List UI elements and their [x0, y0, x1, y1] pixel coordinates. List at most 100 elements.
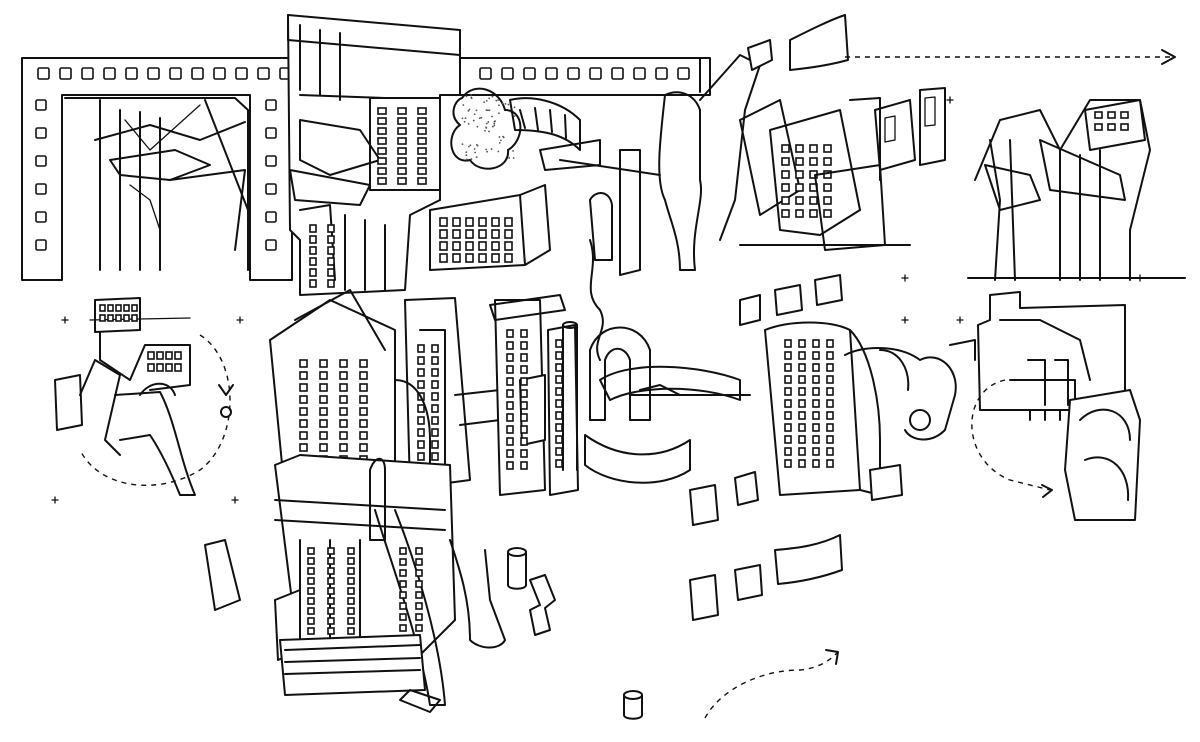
window — [347, 577, 355, 585]
window — [798, 339, 806, 348]
window — [417, 127, 427, 135]
perforation — [59, 67, 72, 80]
window — [307, 597, 315, 605]
speck — [488, 109, 491, 112]
perforation — [35, 183, 47, 195]
registration-ticks — [51, 96, 1144, 504]
window — [309, 224, 317, 233]
window — [319, 359, 328, 368]
window — [327, 279, 335, 288]
window — [478, 253, 487, 263]
window — [431, 392, 439, 401]
window — [299, 443, 308, 452]
window — [399, 547, 407, 555]
window — [359, 419, 368, 428]
speck — [472, 119, 475, 122]
window — [795, 183, 804, 192]
perforation — [589, 67, 602, 80]
speck — [497, 99, 500, 101]
window — [555, 339, 563, 348]
window — [309, 257, 317, 266]
window — [781, 183, 790, 192]
speck — [501, 102, 504, 105]
speck — [507, 103, 510, 106]
window — [319, 443, 328, 452]
lower-skyscraper-cluster — [269, 289, 501, 496]
window — [506, 449, 514, 458]
window — [809, 144, 818, 153]
speck — [465, 151, 468, 154]
window — [431, 404, 439, 413]
window — [347, 607, 355, 615]
speck — [490, 148, 493, 150]
perforation — [545, 67, 558, 80]
speck — [478, 117, 481, 120]
plus-mark — [236, 316, 244, 324]
window — [417, 440, 425, 449]
window — [417, 157, 427, 165]
window — [165, 351, 173, 360]
window — [506, 461, 514, 470]
window — [478, 241, 487, 251]
window — [520, 413, 528, 422]
window — [307, 567, 315, 575]
window — [784, 339, 792, 348]
window — [555, 411, 563, 420]
window — [397, 157, 407, 165]
window — [506, 353, 514, 362]
window — [809, 209, 818, 218]
window — [359, 431, 368, 440]
film-strip-right — [469, 57, 701, 93]
window — [506, 413, 514, 422]
window — [812, 363, 820, 372]
window — [506, 365, 514, 374]
window — [417, 380, 425, 389]
perforation — [35, 155, 47, 167]
window — [520, 377, 528, 386]
window — [327, 547, 335, 555]
window — [399, 602, 407, 610]
perforation — [479, 67, 492, 80]
speck — [486, 150, 488, 153]
window — [327, 268, 335, 277]
plus-mark — [61, 316, 69, 324]
window — [359, 359, 368, 368]
speck — [467, 109, 470, 112]
perforation — [523, 67, 536, 80]
film-strip-perforations — [37, 67, 292, 80]
window — [377, 117, 387, 125]
window — [506, 389, 514, 398]
window — [377, 177, 387, 185]
window — [397, 167, 407, 175]
window — [397, 137, 407, 145]
speck — [487, 121, 490, 123]
speck — [464, 117, 467, 120]
speckled-cloud — [450, 87, 522, 170]
window — [417, 107, 427, 115]
window — [299, 395, 308, 404]
window — [812, 351, 820, 360]
window — [347, 617, 355, 625]
window — [123, 304, 130, 312]
window — [795, 196, 804, 205]
window — [417, 368, 425, 377]
window — [174, 363, 182, 372]
window — [784, 411, 792, 420]
speck — [491, 115, 493, 118]
speck — [467, 122, 470, 125]
speck — [483, 101, 486, 103]
speck — [485, 109, 488, 112]
window — [327, 607, 335, 615]
window — [309, 268, 317, 277]
speck — [502, 135, 505, 138]
window — [823, 209, 832, 218]
window — [307, 627, 315, 635]
window — [299, 407, 308, 416]
window — [299, 371, 308, 380]
window — [397, 177, 407, 185]
window — [327, 567, 335, 575]
window — [99, 304, 106, 312]
window — [798, 411, 806, 420]
window — [520, 329, 528, 338]
speck — [465, 95, 468, 98]
